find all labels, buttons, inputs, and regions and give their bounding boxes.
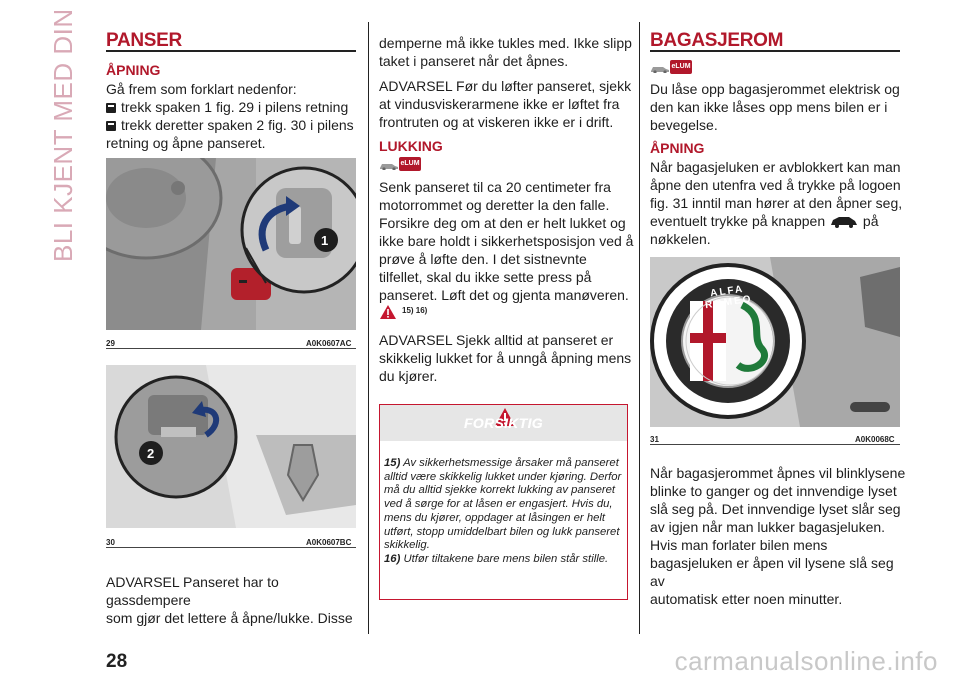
figure-29-hood-lever <box>106 158 356 330</box>
car-key-icon <box>380 164 398 170</box>
closing-line: Forsikre deg om at den er helt lukket og <box>379 215 626 231</box>
col3-open-text: Når bagasjeluken er avblokkert kan man å… <box>650 158 905 248</box>
figure-30-code: A0K0607BC <box>306 538 352 547</box>
elum-badge: eLUM <box>399 157 421 171</box>
step-2-cont: retning og åpne panseret. <box>106 135 266 151</box>
figure-29-code: A0K0607AC <box>306 339 352 348</box>
col2-line-2: taket i panseret når det åpnes. <box>379 53 569 69</box>
checkbox-bullet-icon <box>106 103 116 113</box>
open-line-start: eventuelt trykke på knappen <box>650 213 826 229</box>
trunk-button-icon <box>831 217 858 228</box>
car-key-icon <box>651 67 669 73</box>
step-1: trekk spaken 1 fig. 29 i pilens retning <box>106 98 361 116</box>
wiper-warning-line: at vindusviskerarmene ikke er løftet fra <box>379 96 620 112</box>
figure-31-number: 31 <box>650 435 659 444</box>
elum-badge-row: eLUM <box>379 157 429 173</box>
warning-line-2: som gjør det lettere å åpne/lukke. Disse <box>106 610 353 626</box>
checkbox-bullet-icon <box>106 121 116 131</box>
lights-line: automatisk etter noen minutter. <box>650 591 843 607</box>
elum-badge: eLUM <box>670 60 692 74</box>
figure-30-number: 30 <box>106 538 115 547</box>
figure-31-illustration <box>650 257 900 427</box>
figure-31-trunk-logo <box>650 257 900 427</box>
warning-references: 15) 16) <box>402 306 428 315</box>
column-divider-1 <box>368 22 369 634</box>
intro-line: Du låse opp bagasjerommet elektrisk og <box>650 81 900 97</box>
heading-underline <box>106 50 356 52</box>
intro-line: Gå frem som forklart nedenfor: <box>106 81 297 97</box>
col2-closing-text: Senk panseret til ca 20 centimeter fra m… <box>379 178 635 304</box>
subheading-lukking: LUKKING <box>379 138 443 154</box>
lights-line: Når bagasjerommet åpnes vil blinklysene <box>650 465 906 481</box>
warning-line-1: ADVARSEL Panseret har to gassdempere <box>106 574 279 608</box>
section-heading-bagasjerom: BAGASJEROM <box>650 30 784 51</box>
lights-line: bagasjeluken er åpen vil lysene slå seg … <box>650 555 894 589</box>
closing-line: panseret. Løft det og gjenta manøveren. <box>379 287 629 303</box>
figure-29-illustration <box>106 158 356 330</box>
open-line-end: på <box>862 213 879 229</box>
figure-31-code: A0K0068C <box>855 435 895 444</box>
subheading-apning: ÅPNING <box>650 140 705 156</box>
figure-31-rule <box>650 444 900 445</box>
closing-line: motorrommet og deretter la den falle. <box>379 197 610 213</box>
figure-29-callout-label: 1 <box>321 233 329 248</box>
warning-triangle-icon <box>380 305 396 319</box>
lights-line: slå seg på. Det innvendige lyset slår se… <box>650 501 901 517</box>
check-line: ADVARSEL Sjekk alltid at panseret er <box>379 332 614 348</box>
closing-line: prøve å løfte den. I det sistnevnte <box>379 251 587 267</box>
wiper-warning-line: frontruten og at viskeren ikke er i drif… <box>379 114 614 130</box>
col1-intro-text: Gå frem som forklart nedenfor: trekk spa… <box>106 80 361 152</box>
intro-line: den kan ikke låses opp mens bilen er i <box>650 99 888 115</box>
lights-line: Hvis man forlater bilen mens <box>650 537 828 553</box>
wiper-warning-line: ADVARSEL Før du løfter panseret, sjekk <box>379 78 632 94</box>
note-15-text: Av sikkerhetsmessige årsaker må panseret… <box>384 457 622 552</box>
subheading-apning: ÅPNING <box>106 62 161 78</box>
chapter-side-title: BLI KJENT MED DIN BIL <box>48 0 78 262</box>
open-line: Når bagasjeluken er avblokkert kan man <box>650 159 901 175</box>
figure-29-rule <box>106 348 356 349</box>
figure-30-callout-label: 2 <box>147 446 155 461</box>
closing-line: ikke bare holdt i sikkerhetsposisjon ved… <box>379 233 634 249</box>
section-heading-panser: PANSER <box>106 30 182 51</box>
page-number: 28 <box>106 651 128 672</box>
col3-intro-text: Du låse opp bagasjerommet elektrisk og d… <box>650 80 902 134</box>
open-line: nøkkelen. <box>650 231 711 247</box>
col3-lights-text: Når bagasjerommet åpnes vil blinklysene … <box>650 464 906 608</box>
caution-box: FORSIKTIG 15) Av sikkerhetsmessige årsak… <box>379 404 628 600</box>
caution-warning-icon <box>495 408 515 426</box>
note-16-text: Utfør tiltakene bare mens bilen står sti… <box>403 552 609 565</box>
col2-line-1: demperne må ikke tukles med. Ikke slipp <box>379 35 632 51</box>
watermark-text: carmanualsonline.info <box>674 646 938 676</box>
col2-check-text: ADVARSEL Sjekk alltid at panseret er ski… <box>379 331 635 385</box>
step-2: trekk deretter spaken 2 fig. 30 i pilens <box>106 116 361 134</box>
open-line: åpne den utenfra ved å trykke på logoen <box>650 177 901 193</box>
open-line: fig. 31 inntil man hører at den åpner se… <box>650 195 903 211</box>
note-16-number: 16) <box>384 552 401 565</box>
closing-line: tilfellet, skal du ikke sette press på <box>379 269 592 285</box>
closing-line: Senk panseret til ca 20 centimeter fra <box>379 179 611 195</box>
caution-box-title: FORSIKTIG <box>464 415 543 431</box>
col1-bottom-text: ADVARSEL Panseret har to gassdempere som… <box>106 573 364 627</box>
elum-badge-row: eLUM <box>650 60 700 76</box>
check-line: du kjører. <box>379 368 438 384</box>
figure-29-number: 29 <box>106 339 115 348</box>
step-2-text: trekk deretter spaken 2 fig. 30 i pilens <box>121 117 354 133</box>
lights-line: blinke to ganger og det innvendige lyset <box>650 483 897 499</box>
column-divider-2 <box>639 22 640 634</box>
caution-box-body: 15) Av sikkerhetsmessige årsaker må pans… <box>384 457 624 567</box>
intro-line: bevegelse. <box>650 117 718 133</box>
step-1-text: trekk spaken 1 fig. 29 i pilens retning <box>121 99 349 115</box>
check-line: skikkelig lukket for å unngå åpning mens <box>379 350 632 366</box>
note-15-number: 15) <box>384 457 401 469</box>
col2-wiper-warning: ADVARSEL Før du løfter panseret, sjekk a… <box>379 77 635 131</box>
open-line: eventuelt trykke på knappen på <box>650 212 905 230</box>
col2-top-text: demperne må ikke tukles med. Ikke slipp … <box>379 34 635 70</box>
lights-line: av igjen når man lukker bagasjeluken. <box>650 519 886 535</box>
figure-30-illustration <box>106 365 356 528</box>
figure-30-rule <box>106 547 356 548</box>
figure-30-safety-catch <box>106 365 356 528</box>
heading-underline <box>650 50 900 52</box>
